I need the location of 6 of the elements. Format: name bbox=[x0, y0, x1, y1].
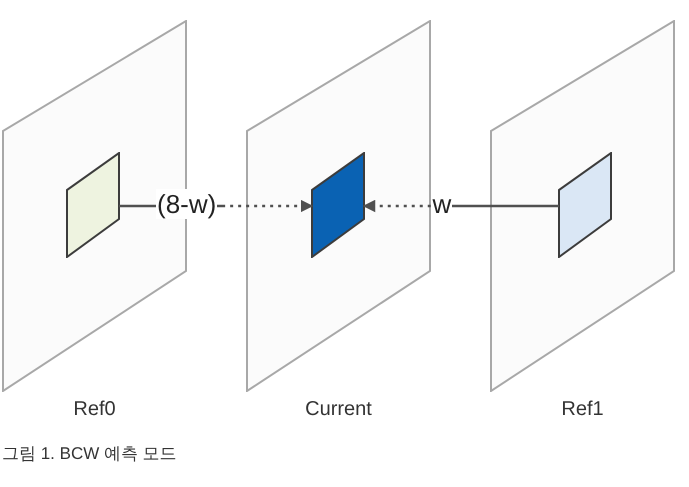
frame-label: Ref1 bbox=[560, 398, 605, 421]
frame-label: Ref0 bbox=[72, 398, 117, 421]
edge-label: (8-w) bbox=[156, 189, 218, 219]
caption: 그림 1. BCW 예측 모드 bbox=[2, 443, 177, 465]
frame-label: Current bbox=[304, 398, 373, 421]
arrow bbox=[362, 200, 559, 212]
